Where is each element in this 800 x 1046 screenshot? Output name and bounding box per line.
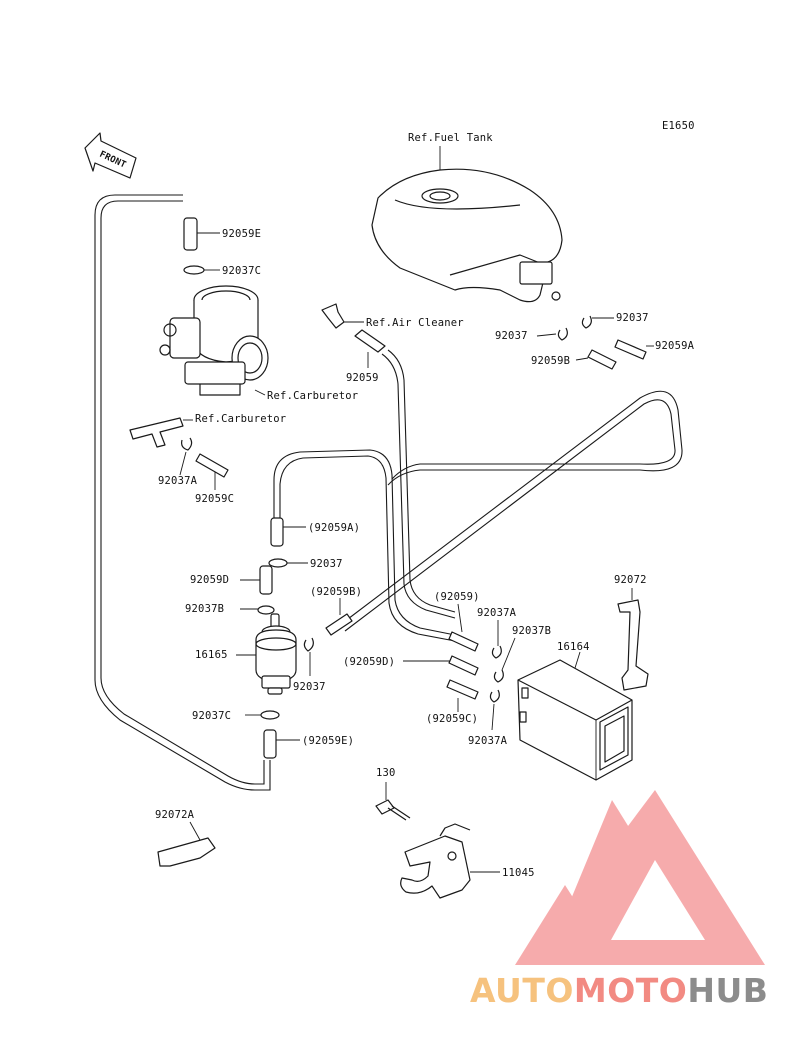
- label-92059A: 92059A: [655, 340, 695, 352]
- label-ref-carburetor-1: Ref.Carburetor: [267, 390, 358, 402]
- figure-code: E1650: [662, 120, 695, 132]
- label-11045: 11045: [502, 867, 535, 879]
- clamp-92037A-right-2: [489, 689, 500, 731]
- front-arrow: FRONT: [84, 132, 137, 179]
- label-16164: 16164: [557, 641, 590, 653]
- hose-92059A-center: [270, 517, 306, 547]
- canister-16164: [517, 651, 633, 781]
- clamp-92037-tank: [581, 315, 614, 329]
- bracket-11045: [400, 823, 500, 899]
- strap-92072: [617, 588, 649, 691]
- hose-left-loop-inner: [100, 200, 265, 785]
- label-92059E-paren: (92059E): [302, 735, 354, 747]
- label-92059D: 92059D: [190, 574, 229, 586]
- watermark-text-part-3: HUB: [687, 971, 768, 1010]
- label-92037-tank: 92037: [616, 312, 649, 324]
- watermark-triangle-inner: [552, 800, 640, 945]
- label-92037A-right-1: 92037A: [477, 607, 517, 619]
- t-fitting: [129, 417, 193, 448]
- fuel-tank: [371, 146, 563, 303]
- air-cleaner-fitting: [321, 303, 364, 329]
- hose-left-loop: [94, 194, 271, 791]
- label-92037-mid: 92037: [310, 558, 343, 570]
- hose-diagonal-tank-inner: [344, 399, 676, 632]
- watermark-text-part-2: MOTO: [574, 971, 687, 1010]
- clamp-92037-tank-2: [536, 327, 568, 341]
- clamp-92037-mid: [268, 558, 308, 568]
- label-92059C-paren: (92059C): [426, 713, 478, 725]
- hose-92059C-left: [195, 453, 229, 490]
- watermark-text-part-1: AUTO: [470, 971, 574, 1010]
- label-92037A-right-2: 92037A: [468, 735, 508, 747]
- hose-center-loop: [273, 449, 456, 636]
- clamp-92037C-low: [245, 710, 280, 720]
- label-92059A-paren: (92059A): [308, 522, 360, 534]
- label-92037-pump: 92037: [293, 681, 326, 693]
- label-ref-fuel-tank: Ref.Fuel Tank: [408, 132, 493, 144]
- hose-92059B-tank: [575, 349, 617, 370]
- label-92037B-right: 92037B: [512, 625, 551, 637]
- label-92059D-paren: (92059D): [343, 656, 395, 668]
- fuel-pump-16165: [236, 613, 297, 695]
- hose-92059D-right: [403, 655, 479, 676]
- watermark-text: AUTOMOTOHUB: [470, 971, 768, 1010]
- label-92037A-left: 92037A: [158, 475, 198, 487]
- hose-92059D: [240, 565, 273, 595]
- bracket-92072A: [157, 821, 216, 867]
- watermark-logo: [515, 790, 765, 965]
- hose-92059B-center: [325, 598, 353, 636]
- label-92037B: 92037B: [185, 603, 224, 615]
- label-92072: 92072: [614, 574, 647, 586]
- label-92059-air: 92059: [346, 372, 379, 384]
- clamp-92037A-right-1: [491, 620, 502, 659]
- clamp-92037B-right: [493, 637, 516, 683]
- watermark-triangle-outer: [515, 790, 765, 965]
- label-16165: 16165: [195, 649, 228, 661]
- label-92037-tank-2: 92037: [495, 330, 528, 342]
- label-92059B: 92059B: [531, 355, 570, 367]
- clamp-92037-pump: [303, 637, 314, 676]
- bolt-130: [375, 782, 411, 821]
- label-92059C-left: 92059C: [195, 493, 234, 505]
- label-92072A: 92072A: [155, 809, 195, 821]
- carburetor: [159, 285, 269, 396]
- clamp-92037A-left: [179, 437, 193, 476]
- label-92037C-top: 92037C: [222, 265, 261, 277]
- hose-center-loop-inner: [279, 455, 456, 642]
- label-ref-air-cleaner: Ref.Air Cleaner: [366, 317, 464, 329]
- label-ref-carburetor-2: Ref.Carburetor: [195, 413, 286, 425]
- clamp-92037B: [240, 605, 275, 615]
- label-92059E-top: 92059E: [222, 228, 261, 240]
- hose-92059A-tank: [614, 339, 654, 360]
- hose-air-cleaner: [387, 349, 456, 613]
- label-92059-paren: (92059): [434, 591, 480, 603]
- hose-92059E-low: [263, 729, 300, 759]
- label-130: 130: [376, 767, 396, 779]
- label-92059B-paren: (92059B): [310, 586, 362, 598]
- hose-air-cleaner-inner: [381, 353, 456, 619]
- hose-92059-right: [448, 603, 479, 652]
- clamp-92037C-top: [183, 265, 220, 275]
- hose-92059C-right: [446, 679, 479, 712]
- hose-diagonal-tank: [339, 390, 683, 626]
- hose-92059E-top: [183, 217, 220, 251]
- hose-92059-air: [354, 329, 386, 368]
- label-92037C-low: 92037C: [192, 710, 231, 722]
